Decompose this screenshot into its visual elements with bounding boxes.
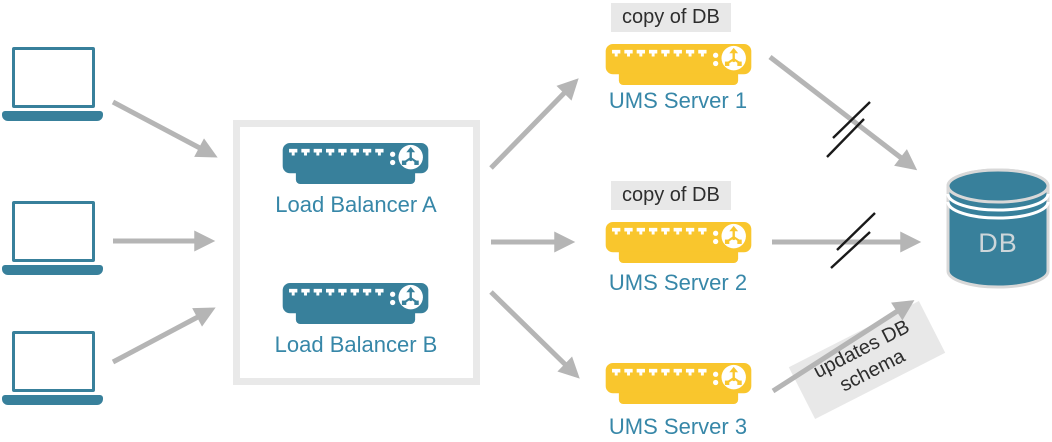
arrow-lb-to-ums1 (489, 78, 579, 170)
load-balancer-a-label: Load Balancer A (275, 192, 437, 217)
db-label: DB (978, 228, 1018, 258)
ums-server-1-label: UMS Server 1 (608, 88, 748, 113)
server-icon (605, 43, 752, 86)
laptop-icon (2, 201, 103, 275)
broken-link-icon (830, 212, 876, 269)
server-icon (605, 362, 752, 405)
arrow-client1-to-lb (111, 99, 218, 158)
laptop-screen (12, 201, 95, 262)
arrow-ums1-to-db (768, 55, 918, 171)
database-cylinder-icon (946, 168, 1050, 289)
laptop-icon (2, 47, 103, 121)
copy-of-db-badge: copy of DB (611, 3, 731, 32)
broken-link-icon (826, 101, 871, 158)
laptop-screen (12, 331, 95, 392)
arrow-client3-to-lb (111, 307, 216, 365)
updates-db-schema-note: updates DB schema (788, 301, 946, 419)
laptop-base (2, 395, 103, 405)
laptop-base (2, 265, 103, 275)
copy-of-db-badge: copy of DB (611, 181, 731, 210)
server-icon (282, 142, 429, 185)
load-balancer-b-label: Load Balancer B (274, 332, 438, 357)
ums-server-3-label: UMS Server 3 (608, 414, 748, 439)
laptop-icon (2, 331, 103, 405)
server-icon (282, 282, 429, 325)
laptop-screen (12, 47, 95, 108)
ums-server-2-label: UMS Server 2 (608, 270, 748, 295)
server-icon (605, 221, 752, 264)
arrow-lb-to-ums3 (489, 290, 580, 379)
laptop-base (2, 111, 103, 121)
